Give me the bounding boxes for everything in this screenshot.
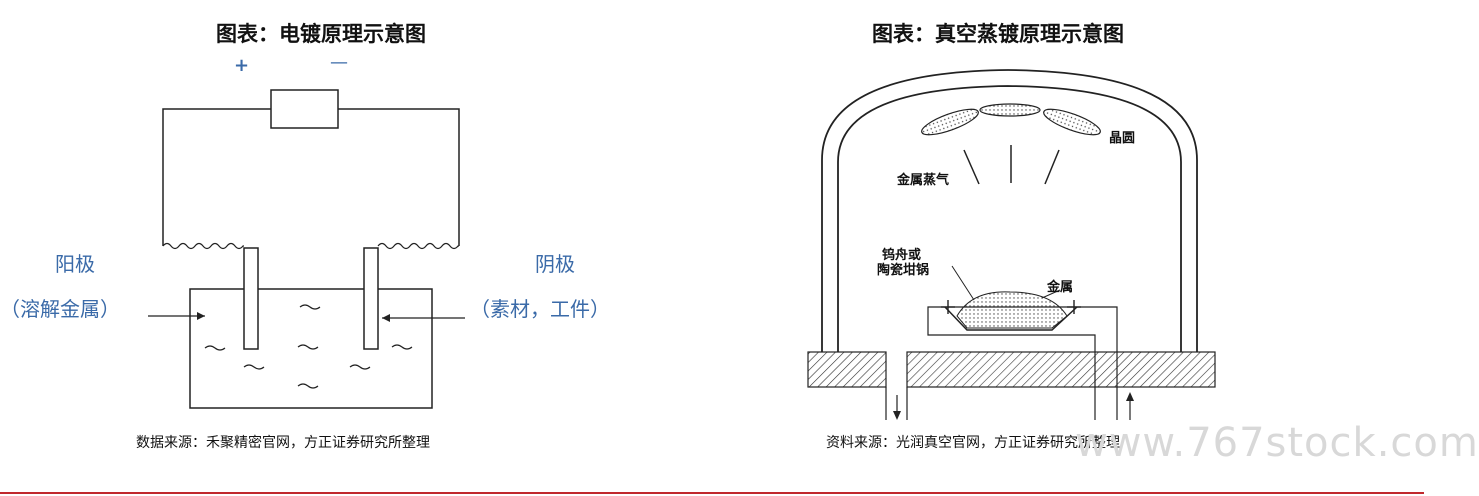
- evaporation-source: 资料来源：光润真空官网，方正证券研究所整理: [826, 435, 1120, 451]
- evaporation-panel: 图表：真空蒸镀原理示意图: [712, 0, 1424, 496]
- wafer-right: [1043, 108, 1101, 136]
- bell-jar-inner: [837, 85, 1182, 352]
- boat-label-line2: 陶瓷坩锅: [877, 263, 930, 278]
- wire-wave-left: [162, 242, 244, 250]
- bottom-red-rule: [0, 492, 1424, 494]
- base-plate-left: [807, 351, 887, 388]
- electroplating-panel: 图表：电镀原理示意图 + — 阳极 （溶解金属） 阴极: [0, 0, 712, 496]
- anode-sublabel: （溶解金属）: [0, 297, 120, 321]
- negative-sign: —: [330, 52, 348, 73]
- circuit-wire: [162, 108, 271, 246]
- evaporation-diagram: [807, 69, 1216, 420]
- wafer-left: [921, 108, 979, 136]
- vapor-line-1: [963, 149, 980, 185]
- metal-label: 金属: [1047, 280, 1074, 295]
- plating-tank: [189, 288, 433, 409]
- solution-waves: [204, 304, 413, 389]
- wafer-label: 晶圆: [1109, 131, 1136, 146]
- power-supply: [270, 89, 339, 129]
- electroplating-source: 数据来源：禾聚精密官网，方正证券研究所整理: [136, 435, 430, 451]
- bell-jar-outer: [821, 69, 1198, 352]
- cathode-electrode: [363, 247, 379, 350]
- anode-electrode: [243, 247, 259, 350]
- cathode-sublabel: （素材，工件）: [470, 297, 610, 321]
- electroplating-title: 图表：电镀原理示意图: [216, 22, 426, 46]
- circuit-wire-right: [338, 108, 460, 246]
- metal-charge: [956, 291, 1068, 329]
- vapor-line-3: [1044, 149, 1060, 185]
- evaporation-title: 图表：真空蒸镀原理示意图: [872, 22, 1124, 46]
- positive-sign: +: [234, 55, 250, 76]
- boat-label-line1: 钨舟或: [882, 248, 922, 263]
- wire-wave-right: [377, 242, 459, 250]
- base-plate-right: [906, 351, 1216, 388]
- wafer-center: [979, 103, 1041, 117]
- site-watermark: www.767stock.com: [1075, 420, 1479, 466]
- electroplating-diagram: [148, 89, 465, 409]
- cathode-label: 阴极: [535, 252, 575, 276]
- anode-label: 阳极: [55, 252, 95, 276]
- metal-vapor-label: 金属蒸气: [897, 173, 950, 188]
